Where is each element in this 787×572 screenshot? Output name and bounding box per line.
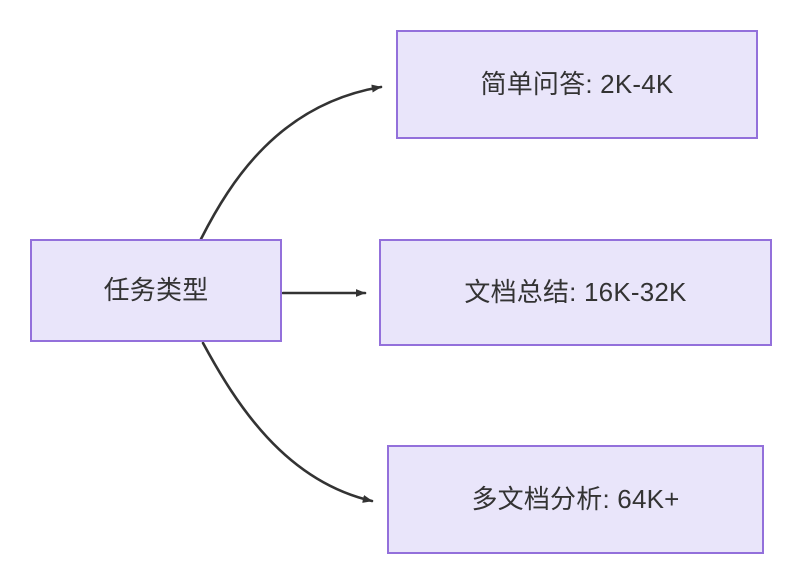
node-simple-qa[interactable]: 简单问答: 2K-4K xyxy=(396,30,758,139)
node-doc-summary[interactable]: 文档总结: 16K-32K xyxy=(379,239,772,346)
node-simple-qa-label: 简单问答: 2K-4K xyxy=(480,68,674,99)
node-multi-doc[interactable]: 多文档分析: 64K+ xyxy=(387,445,764,554)
edge-source-to-multi-doc xyxy=(201,341,374,503)
edge-source-to-simple-qa xyxy=(199,84,383,241)
node-task-type[interactable]: 任务类型 xyxy=(30,239,282,342)
node-doc-summary-label: 文档总结: 16K-32K xyxy=(464,276,687,307)
node-task-type-label: 任务类型 xyxy=(103,274,209,305)
node-multi-doc-label: 多文档分析: 64K+ xyxy=(471,483,680,514)
